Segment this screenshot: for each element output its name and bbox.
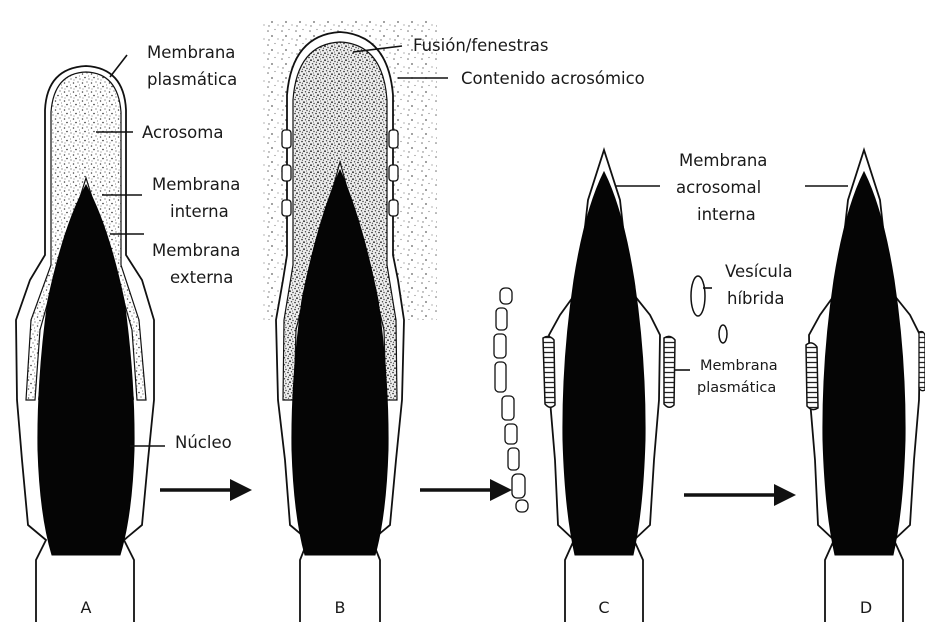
panel-label-d: D <box>860 598 872 617</box>
released-vesicles <box>494 288 528 512</box>
label-plasma-membrane-c-line1: Membrana <box>700 358 778 374</box>
panel-b-cell <box>262 20 437 622</box>
panel-label-a: A <box>81 598 92 617</box>
label-inner-membrane-line2: interna <box>170 202 229 221</box>
panel-a-cell <box>16 66 154 622</box>
label-plasma-membrane-c-line2: plasmática <box>697 380 776 396</box>
arrow-a-to-b <box>160 479 252 501</box>
panel-label-b: B <box>335 598 346 617</box>
panel-d-equatorial-right <box>919 332 925 391</box>
arrow-b-to-c <box>420 479 512 501</box>
label-hybrid-vesicle-line1: Vesícula <box>725 262 793 281</box>
label-nucleus: Núcleo <box>175 433 232 452</box>
panel-c-cell <box>543 150 675 622</box>
panel-c-equatorial-right <box>664 336 675 407</box>
panel-d-cell <box>806 150 925 622</box>
panel-c-nucleus <box>563 172 645 555</box>
label-plasma-membrane-a-line2: plasmática <box>147 70 237 89</box>
panel-label-c: C <box>598 598 609 617</box>
label-acrosome: Acrosoma <box>142 123 223 142</box>
label-inner-acrosomal-membrane-line1: Membrana <box>679 151 767 170</box>
arrow-c-to-d <box>684 484 796 506</box>
label-plasma-membrane-a-line1: Membrana <box>147 43 235 62</box>
label-acrosomal-content: Contenido acrosómico <box>461 69 645 88</box>
label-inner-acrosomal-membrane-line2: acrosomal <box>676 178 761 197</box>
label-inner-membrane-line1: Membrana <box>152 175 240 194</box>
panel-d-equatorial-left <box>806 343 818 410</box>
label-inner-acrosomal-membrane-line3: interna <box>697 205 756 224</box>
label-outer-membrane-line2: externa <box>170 268 233 287</box>
label-outer-membrane-line1: Membrana <box>152 241 240 260</box>
panel-d-nucleus <box>823 172 905 555</box>
label-hybrid-vesicle-line2: híbrida <box>727 289 784 308</box>
label-fusion: Fusión/fenestras <box>413 36 548 55</box>
hybrid-vesicles <box>691 276 727 343</box>
panel-c-equatorial-left <box>543 336 555 407</box>
